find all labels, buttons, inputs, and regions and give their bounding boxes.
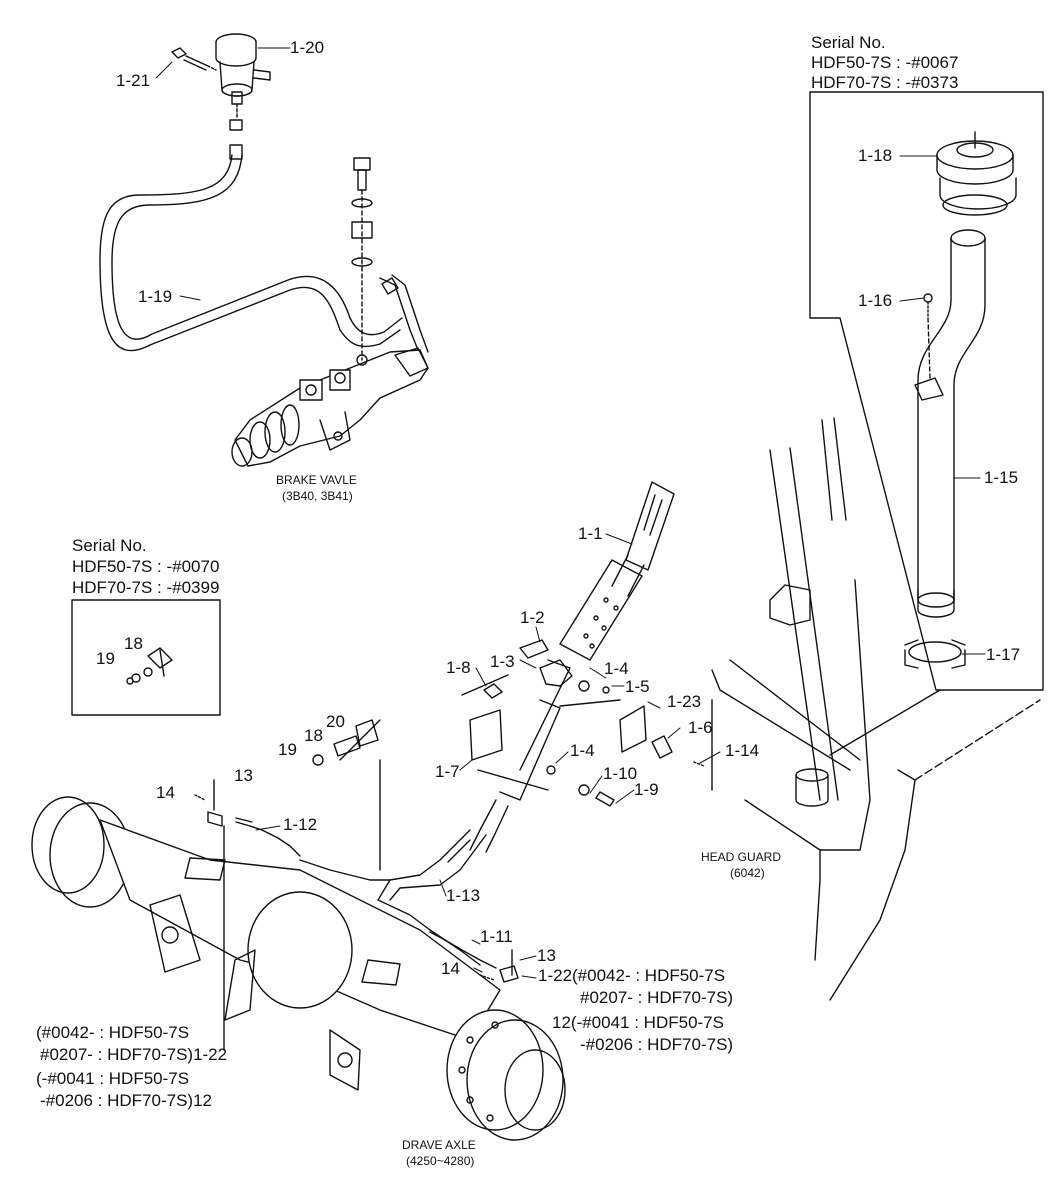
callout-14-lower: 14 <box>441 959 460 978</box>
callout-1-18: 1-18 <box>858 146 893 165</box>
callout-1-9: 1-9 <box>634 780 659 799</box>
callout-1-19: 1-19 <box>138 287 173 306</box>
callout-box-18: 18 <box>124 634 143 653</box>
callout-13-upper: 13 <box>234 766 253 785</box>
callout-1-5: 1-5 <box>625 677 650 696</box>
parking-brake-lever <box>469 481 675 853</box>
reservoir-bolt <box>171 47 217 71</box>
callout-19: 19 <box>278 740 297 759</box>
callout-20: 20 <box>326 712 345 731</box>
serial-frame-right <box>809 91 1044 691</box>
note-left-b-2: -#0206 : HDF70-7S)12 <box>40 1091 212 1110</box>
note-right-a-2: #0207- : HDF70-7S) <box>580 988 734 1007</box>
small-pin-cluster <box>312 719 379 766</box>
reservoir-tank <box>215 33 271 131</box>
lever-parts <box>461 639 705 807</box>
brake-valve-code: (3B40, 3B41) <box>282 489 353 503</box>
drive-axle-code: (4250~4280) <box>406 1154 475 1168</box>
serial-line-left-1: HDF50-7S : -#0070 <box>72 557 220 576</box>
drive-axle-caption: DRAVE AXLE <box>402 1138 476 1152</box>
callout-1-10: 1-10 <box>603 764 638 783</box>
callout-1-4-lower: 1-4 <box>570 741 595 760</box>
exhaust-screw <box>923 293 933 379</box>
callout-box-19: 19 <box>96 649 115 668</box>
callout-13-lower: 13 <box>537 946 556 965</box>
air-cleaner-cap <box>936 131 1017 216</box>
callout-1-23: 1-23 <box>667 692 702 711</box>
brake-valve-caption: BRAKE VAVLE <box>276 473 357 487</box>
callout-14-upper: 14 <box>156 783 175 802</box>
brake-hose <box>99 144 429 356</box>
note-left-b-1: (-#0041 : HDF50-7S <box>36 1069 190 1088</box>
callout-1-14: 1-14 <box>725 741 760 760</box>
valve-fittings <box>351 157 399 361</box>
serial-line-right-2: HDF70-7S : -#0373 <box>811 73 959 92</box>
cable-spring-lower <box>429 931 519 983</box>
callout-18: 18 <box>304 726 323 745</box>
callout-1-17: 1-17 <box>986 645 1021 664</box>
callout-1-2: 1-2 <box>520 608 545 627</box>
drive-axle <box>31 796 566 1141</box>
callout-1-4-upper: 1-4 <box>604 659 629 678</box>
note-left-a-2: #0207- : HDF70-7S)1-22 <box>40 1045 228 1064</box>
callout-1-6: 1-6 <box>688 718 713 737</box>
callout-1-1: 1-1 <box>578 524 603 543</box>
callout-1-21: 1-21 <box>116 71 151 90</box>
serial-title-right: Serial No. <box>811 33 886 52</box>
exhaust-clamp <box>904 639 966 669</box>
serial-title-left: Serial No. <box>72 536 147 555</box>
head-guard-code: (6042) <box>730 866 765 880</box>
callout-1-16: 1-16 <box>858 291 893 310</box>
note-right-b-2: -#0206 : HDF70-7S) <box>580 1035 734 1054</box>
callout-1-3: 1-3 <box>490 652 515 671</box>
note-left-a-1: (#0042- : HDF50-7S <box>36 1023 190 1042</box>
brake-valve <box>231 347 429 467</box>
callout-1-15: 1-15 <box>984 468 1019 487</box>
callout-1-12: 1-12 <box>283 815 318 834</box>
serial-line-left-2: HDF70-7S : -#0399 <box>72 578 220 597</box>
head-guard <box>711 417 1041 1001</box>
leader-lines <box>155 47 986 979</box>
callout-1-8: 1-8 <box>446 658 471 677</box>
exhaust-pipe <box>914 229 986 618</box>
serial-line-right-1: HDF50-7S : -#0067 <box>811 53 959 72</box>
note-right-a-1: 1-22(#0042- : HDF50-7S <box>538 966 726 985</box>
cable-spring-upper <box>194 779 301 857</box>
callout-1-7: 1-7 <box>435 762 460 781</box>
head-guard-caption: HEAD GUARD <box>701 850 782 864</box>
serial-box-left <box>71 599 221 716</box>
callout-1-20: 1-20 <box>290 38 325 57</box>
callout-1-13: 1-13 <box>446 886 481 905</box>
callout-1-11: 1-11 <box>480 927 513 946</box>
note-right-b-1: 12(-#0041 : HDF50-7S <box>552 1013 724 1032</box>
